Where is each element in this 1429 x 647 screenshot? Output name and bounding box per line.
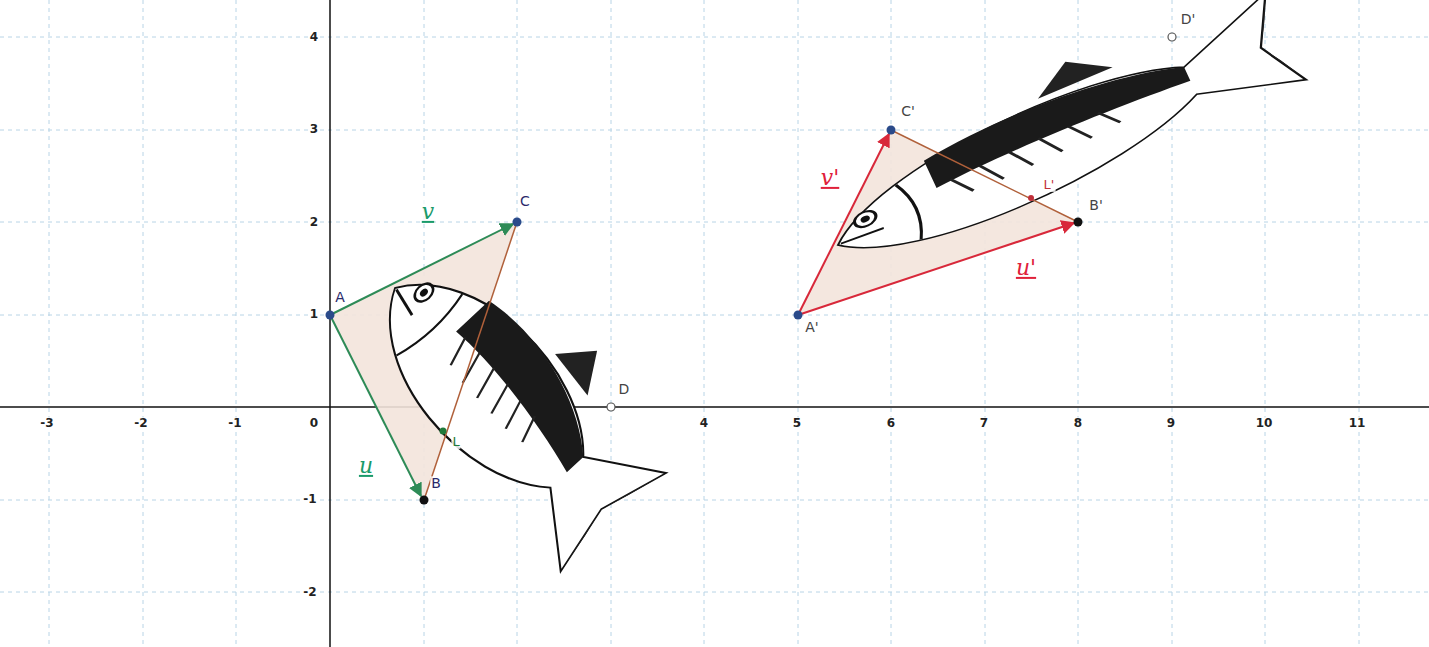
point-label: C' [900,104,916,119]
point-label: C [519,194,531,209]
y-tick-label: 3 [309,123,319,136]
point-label: A' [804,320,819,335]
x-tick-label: 9 [1166,417,1176,430]
point-label: A [334,290,346,305]
vector-label: v' [820,166,840,190]
x-tick-label: 6 [886,417,896,430]
x-tick-label: -3 [39,417,54,430]
y-tick-label: -2 [302,586,317,599]
vector-label: u [358,454,374,478]
point-label: D [618,382,631,397]
y-tick-label: 2 [309,216,319,229]
x-tick-label: 7 [979,417,989,430]
point-label: D' [1180,12,1197,27]
x-tick-label: 8 [1073,417,1083,430]
x-tick-label: -2 [133,417,148,430]
x-tick-label: 5 [792,417,802,430]
x-tick-label: 4 [699,417,709,430]
vector-label: v [421,200,435,224]
point-label: B' [1088,198,1103,213]
point-label: B [430,476,442,491]
x-tick-label: 11 [1348,417,1367,430]
y-tick-label: -1 [302,493,317,506]
point-label: L' [1043,178,1056,192]
y-tick-label: 4 [309,31,319,44]
point-label: L [451,435,460,449]
y-tick-label: 1 [309,308,319,321]
vector-label: u' [1015,256,1037,280]
x-tick-label: -1 [227,417,242,430]
x-tick-label: 0 [309,417,319,430]
x-tick-label: 10 [1255,417,1274,430]
